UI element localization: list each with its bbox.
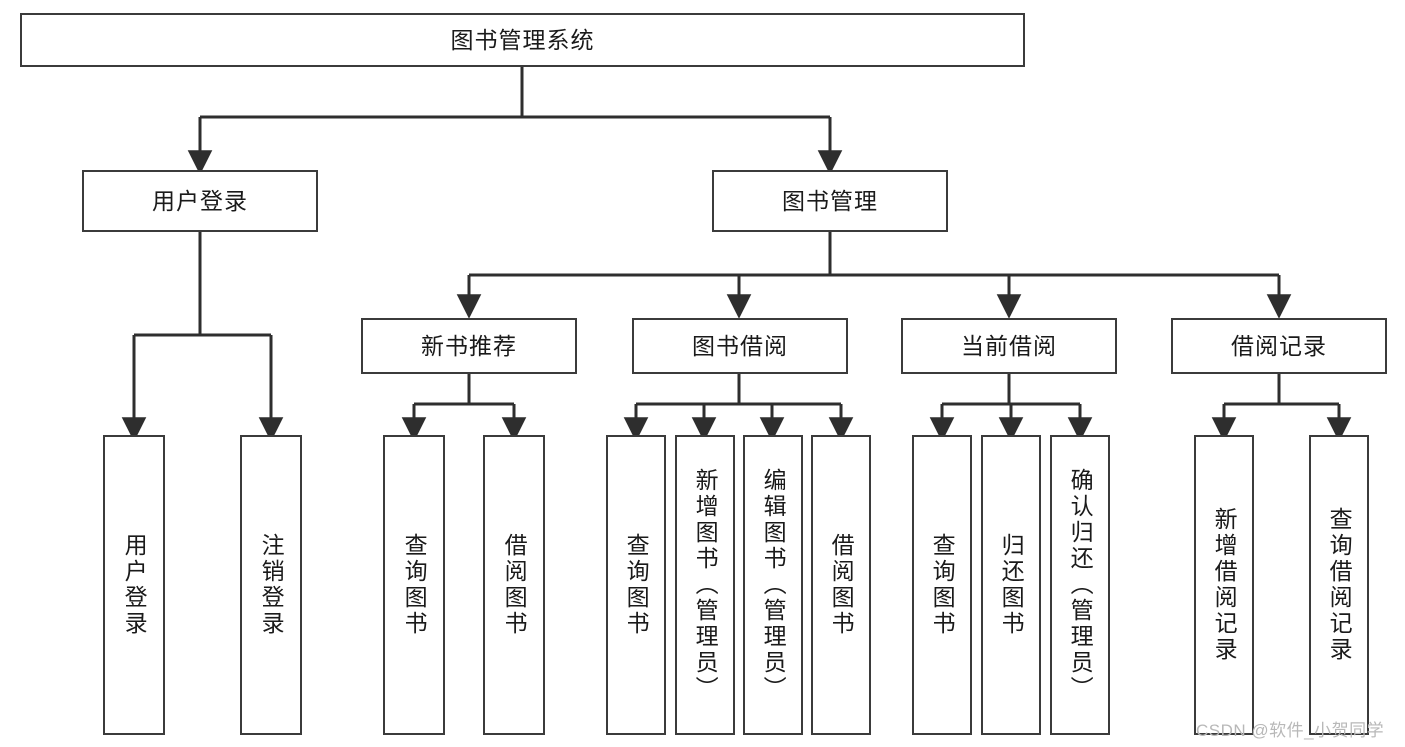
node-new-book-rec[interactable]: 新书推荐 xyxy=(361,318,577,374)
node-leaf-query-book-3[interactable]: 查询图书 xyxy=(912,435,972,735)
node-book-borrow[interactable]: 图书借阅 xyxy=(632,318,848,374)
node-borrow-record[interactable]: 借阅记录 xyxy=(1171,318,1387,374)
node-leaf-query-record[interactable]: 查询借阅记录 xyxy=(1309,435,1369,735)
node-leaf-query-book-2[interactable]: 查询图书 xyxy=(606,435,666,735)
node-root[interactable]: 图书管理系统 xyxy=(20,13,1025,67)
node-leaf-return-book[interactable]: 归还图书 xyxy=(981,435,1041,735)
node-leaf-confirm-return[interactable]: 确认归还（管理员） xyxy=(1050,435,1110,735)
node-book-manage[interactable]: 图书管理 xyxy=(712,170,948,232)
node-current-borrow[interactable]: 当前借阅 xyxy=(901,318,1117,374)
node-user-login[interactable]: 用户登录 xyxy=(82,170,318,232)
node-leaf-add-record[interactable]: 新增借阅记录 xyxy=(1194,435,1254,735)
node-leaf-borrow-book-2[interactable]: 借阅图书 xyxy=(811,435,871,735)
node-leaf-logout[interactable]: 注销登录 xyxy=(240,435,302,735)
node-leaf-edit-book[interactable]: 编辑图书（管理员） xyxy=(743,435,803,735)
node-leaf-borrow-book-1[interactable]: 借阅图书 xyxy=(483,435,545,735)
csdn-watermark: CSDN @软件_小贺同学 xyxy=(1196,721,1385,740)
node-leaf-user-login[interactable]: 用户登录 xyxy=(103,435,165,735)
node-leaf-add-book[interactable]: 新增图书（管理员） xyxy=(675,435,735,735)
node-leaf-query-book-1[interactable]: 查询图书 xyxy=(383,435,445,735)
